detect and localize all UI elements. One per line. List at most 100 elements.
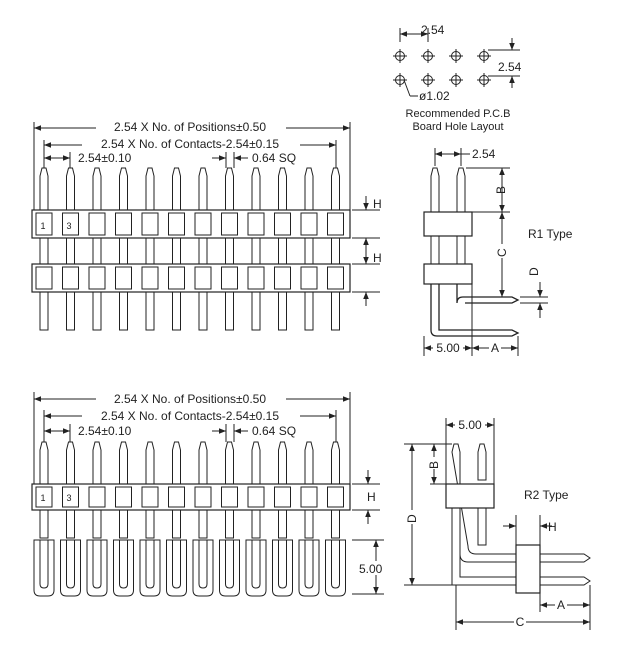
r2-bent-contact: [60, 539, 81, 597]
r1-front-view: 2.54 X No. of Positions±0.50 2.54 X No. …: [31, 119, 382, 331]
r2-bent-contact: [325, 539, 346, 597]
r2-pins: [33, 441, 346, 597]
r2-side-view: 5.00 B D H A C R2 Type: [404, 418, 591, 630]
hole-layout-caption-1: Recommended P.C.B: [406, 108, 511, 120]
r2-bent-contact: [219, 539, 240, 597]
r2-slot: [168, 486, 185, 508]
r2-slot: [300, 486, 318, 508]
r2-contact-slot: [66, 540, 75, 589]
r2-slot: [141, 486, 159, 508]
r1-pin: [92, 167, 102, 331]
r2-type-label: R2 Type: [524, 488, 569, 502]
r2-dim-5: 5.00: [359, 562, 383, 576]
r1-upper-slot: [35, 212, 53, 236]
r1-upper-slot: [62, 212, 79, 236]
r1-pin: [39, 167, 49, 331]
r1-side-d-label: D: [527, 267, 541, 276]
r1-side-upper-housing: [423, 211, 473, 237]
r1-lower-slot: [274, 266, 291, 290]
r2-contact-slot: [39, 540, 49, 589]
r2-contact-slot: [278, 540, 287, 589]
hole-pitch-y-label: 2.54: [498, 60, 522, 74]
r2-slot: [221, 486, 238, 508]
r1-pin: [278, 167, 287, 331]
r1-upper-slot: [221, 212, 238, 236]
r1-lower-slot: [221, 266, 238, 290]
r2-side-right-housing: [515, 544, 541, 594]
r2-side-housing: [445, 483, 495, 509]
r2-slot: [62, 486, 79, 508]
r2-housing: [31, 483, 351, 511]
r2-contact-slot: [198, 540, 208, 589]
r1-pin: [251, 167, 261, 331]
r2-contact-slot: [225, 540, 234, 589]
r1-lower-slot: [327, 266, 344, 290]
r2-pin-label-3: 3: [66, 493, 71, 503]
r1-pin: [145, 167, 155, 331]
r2-contact-slot: [145, 540, 155, 589]
r1-pin: [331, 167, 340, 331]
r1-upper-slot: [88, 212, 106, 236]
r1-dim-contacts: 2.54 X No. of Contacts-2.54±0.15: [101, 137, 279, 151]
r1-lower-slot: [141, 266, 159, 290]
r2-bent-contact: [166, 539, 187, 597]
r2-slot: [194, 486, 212, 508]
r1-lower-slot: [115, 266, 132, 290]
r1-lower-slot: [247, 266, 265, 290]
r2-side-d-label: D: [405, 514, 419, 523]
r2-side-dim-5: 5.00: [458, 418, 482, 432]
r2-slot: [88, 486, 106, 508]
r1-pin: [225, 167, 234, 331]
r1-pin: [304, 167, 314, 331]
r2-front-view: 2.54 X No. of Positions±0.50 2.54 X No. …: [31, 391, 388, 597]
r1-side-b-label: B: [494, 186, 508, 194]
r1-side-lower-housing: [423, 263, 473, 285]
r2-bent-contact: [272, 539, 293, 597]
hole-grid: [393, 49, 491, 87]
r1-upper-housing: [31, 209, 351, 239]
r1-side-a-label: A: [491, 341, 499, 355]
r2-side-a-label: A: [557, 598, 565, 612]
r2-bent-contact: [113, 539, 134, 597]
r1-lower-slot: [300, 266, 318, 290]
r1-upper-slot: [274, 212, 291, 236]
r1-side-pitch-label: 2.54: [472, 147, 496, 161]
r2-contact-slot: [119, 540, 128, 589]
r2-housing-slots: [35, 486, 344, 508]
r2-contact-slot: [92, 540, 102, 589]
r1-pin: [119, 167, 128, 331]
r1-lower-slot: [35, 266, 53, 290]
r2-dim-contacts: 2.54 X No. of Contacts-2.54±0.15: [101, 409, 279, 423]
r1-dim-sq: 0.64 SQ: [252, 151, 296, 165]
r2-bent-contact: [139, 539, 161, 597]
r2-contact-slot: [172, 540, 181, 589]
r2-pin-label-1: 1: [40, 493, 45, 503]
r2-side-c-label: C: [516, 615, 525, 629]
r1-upper-slot: [194, 212, 212, 236]
r2-bent-contact: [86, 539, 108, 597]
r1-lower-slot: [194, 266, 212, 290]
r2-contact-slot: [251, 540, 261, 589]
r1-h-lower-label: H: [373, 251, 382, 265]
r2-side-b-label: B: [427, 461, 441, 469]
r1-type-label: R1 Type: [528, 227, 573, 241]
r2-slot: [274, 486, 291, 508]
r1-upper-slot: [168, 212, 185, 236]
r1-upper-slot: [327, 212, 344, 236]
r1-lower-slot: [168, 266, 185, 290]
r2-slot: [35, 486, 53, 508]
r2-bent-contact: [192, 539, 214, 597]
r1-side-view: 2.54 B C D 5.00 A R1 Type: [423, 147, 573, 356]
r2-dim-positions: 2.54 X No. of Positions±0.50: [114, 392, 266, 406]
r2-contact-slot: [331, 540, 340, 589]
r2-dim-sq: 0.64 SQ: [252, 424, 296, 438]
r1-housing-slots: [35, 212, 344, 290]
r1-lower-slot: [88, 266, 106, 290]
r1-upper-slot: [141, 212, 159, 236]
r1-pin: [172, 167, 181, 331]
r2-slot: [327, 486, 344, 508]
r1-pin-label-3: 3: [66, 221, 71, 231]
r2-bent-contact: [33, 539, 55, 597]
r2-bent-contact: [298, 539, 320, 597]
